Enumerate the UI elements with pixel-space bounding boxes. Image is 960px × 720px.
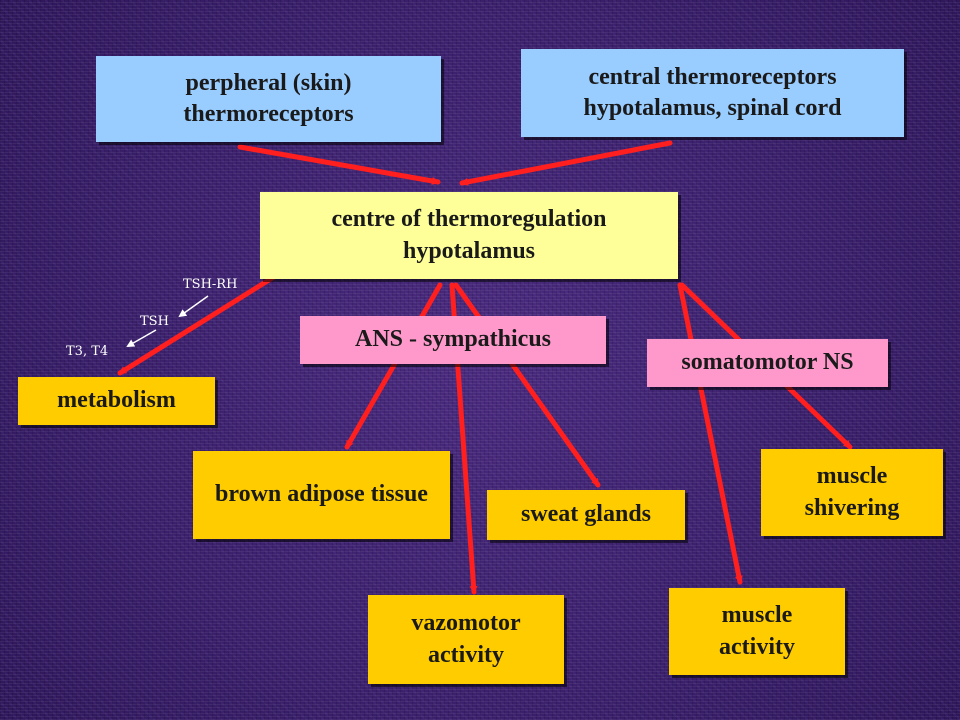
thermoregulation-centre-label: centre of thermoregulation hypotalamus [331,206,607,264]
tsh-rh-label: TSH-RH [183,277,238,292]
arrow-centre-to-brown-adipose [344,282,443,450]
muscle-shivering-box: muscle shivering [761,449,943,536]
arrow-tsh-rh-to-tsh [178,295,209,318]
sweat-glands-box: sweat glands [487,490,685,540]
arrow-tsh-to-t3-t4 [126,329,157,347]
tsh-label: TSH [140,314,169,329]
ans-sympathicus-label: ANS - sympathicus [354,326,552,353]
muscle-shivering-label: muscle shivering [804,463,900,521]
somatomotor-ns-box: somatomotor NS [647,339,888,387]
brown-adipose-tissue-box: brown adipose tissue [193,451,450,539]
thermoregulation-centre-box: centre of thermoregulation hypotalamus [260,192,678,279]
central-thermoreceptors-label: central thermoreceptors hypotalamus, spi… [583,63,842,121]
peripheral-thermoreceptors-label: perpheral (skin) thermoreceptors [183,69,354,127]
brown-adipose-tissue-label: brown adipose tissue [215,481,428,508]
arrow-peripheral-to-centre [237,144,441,185]
arrow-centre-to-muscle-activity [677,282,743,585]
peripheral-thermoreceptors-box: perpheral (skin) thermoreceptors [96,56,441,142]
t3-t4-label: T3, T4 [66,344,109,359]
vazomotor-activity-box: vazomotor activity [368,595,564,684]
vazomotor-activity-label: vazomotor activity [411,610,521,668]
metabolism-label: metabolism [57,387,176,414]
muscle-activity-label: muscle activity [719,602,795,660]
arrow-central-to-centre [459,140,673,186]
arrow-centre-to-sweat-glands [453,282,601,488]
central-thermoreceptors-box: central thermoreceptors hypotalamus, spi… [521,49,904,137]
metabolism-box: metabolism [18,377,215,425]
sweat-glands-label: sweat glands [520,501,652,528]
ans-sympathicus-box: ANS - sympathicus [300,316,606,364]
arrow-centre-to-metabolism [117,267,288,376]
somatomotor-ns-label: somatomotor NS [681,349,854,376]
muscle-activity-box: muscle activity [669,588,845,675]
